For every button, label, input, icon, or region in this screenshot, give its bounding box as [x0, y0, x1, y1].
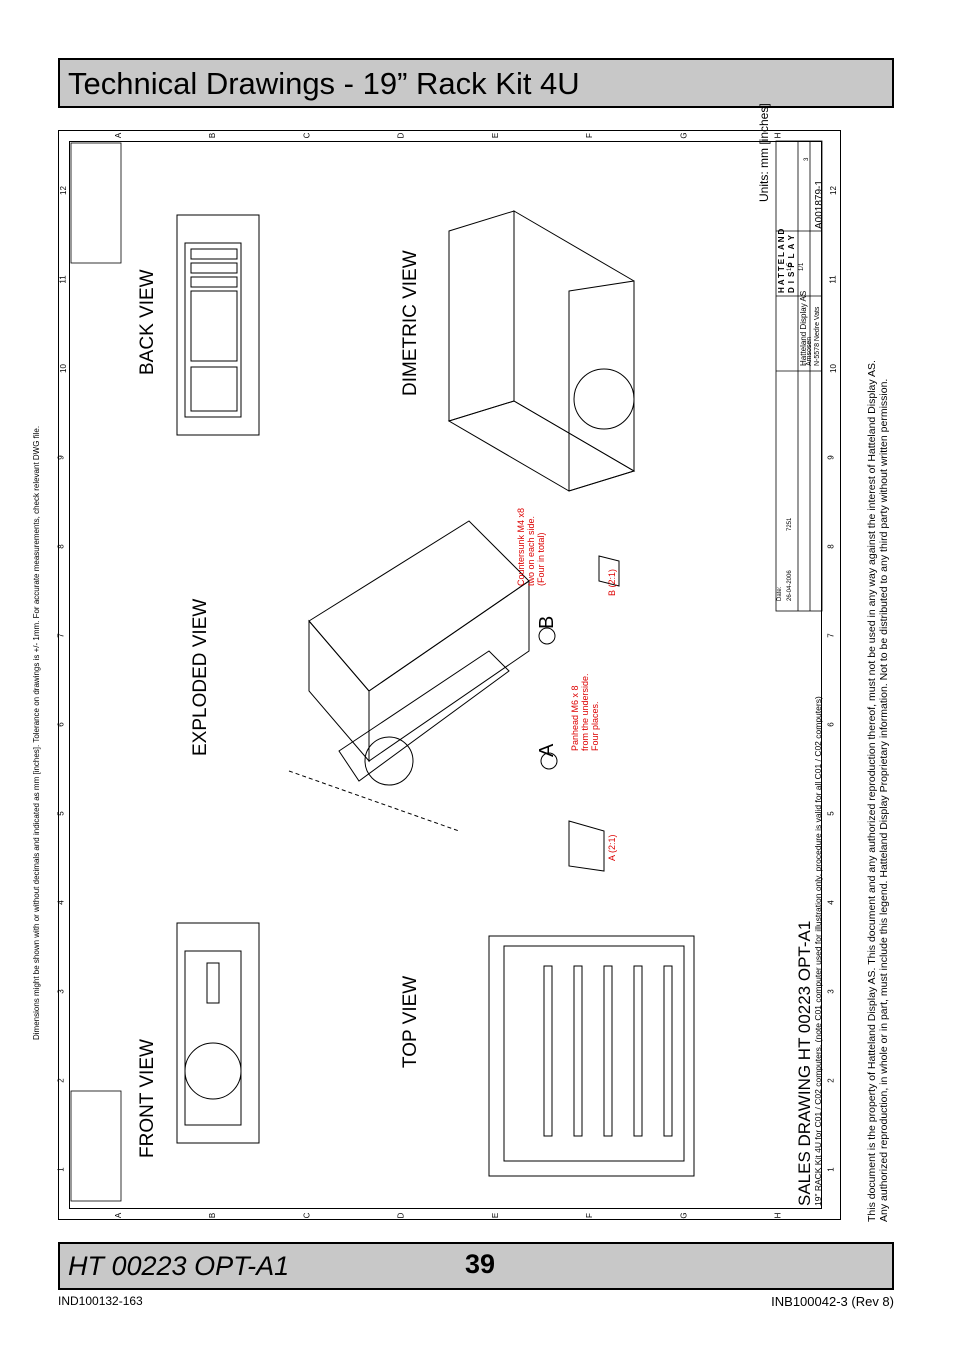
top-view-outline [488, 935, 695, 1177]
grid-row-label-bottom: E [490, 1212, 500, 1219]
grid-row-label-top: B [208, 132, 218, 139]
detail-a-label: A (2:1) [607, 834, 617, 861]
footer-bar: HT 00223 OPT-A1 39 [58, 1242, 894, 1290]
callout-b-letter: B [536, 615, 558, 629]
exploded-chassis [308, 520, 530, 692]
number-value: 7251 [787, 517, 793, 531]
date-value: 26-04-2006 [787, 570, 793, 601]
drawing-frame [69, 141, 822, 1209]
grid-col-label-right: 12 [828, 185, 838, 195]
scale-value: 1:5 [787, 262, 793, 271]
back-view-label: BACK VIEW [137, 269, 158, 375]
front-view-outline [176, 922, 260, 1144]
grid-col-label-right: 7 [826, 632, 836, 638]
grid-col-label-right: 6 [826, 721, 836, 727]
units-label: Units: mm [inches] [757, 103, 771, 202]
grid-col-label-right: 9 [826, 454, 836, 460]
grid-row-label-bottom: F [584, 1213, 594, 1218]
front-view-label: FRONT VIEW [137, 1039, 158, 1158]
back-view-outline [176, 214, 260, 436]
document-id-left: IND100132-163 [58, 1294, 143, 1308]
grid-col-label-left: 10 [58, 363, 68, 373]
exploded-view-label: EXPLODED VIEW [190, 598, 211, 756]
grid-col-label-left: 5 [56, 810, 66, 816]
grid-col-label-left: 7 [56, 632, 66, 638]
callout-b-circle [538, 627, 556, 645]
grid-row-label-bottom: G [679, 1212, 689, 1219]
grid-row-label-top: G [679, 132, 689, 139]
technical-drawing-sheet: BACK VIEW FRONT VIEW EXPLODED VIEW TOP V… [56, 103, 841, 1220]
grid-col-label-left: 8 [56, 543, 66, 549]
page-title-bar: Technical Drawings - 19” Rack Kit 4U [58, 58, 894, 108]
detail-b-label: B (2:1) [607, 568, 617, 596]
page-title: Technical Drawings - 19” Rack Kit 4U [68, 66, 580, 101]
model-name: HT 00223 OPT-A1 [68, 1251, 290, 1281]
grid-row-label-bottom: D [396, 1212, 406, 1219]
grid-col-label-left: 6 [56, 721, 66, 727]
drawing-artwork [70, 140, 823, 1202]
countersunk-callout: Countersunk M4 x8 two on each side. (Fou… [516, 507, 546, 586]
page-number: 39 [465, 1249, 496, 1279]
grid-col-label-right: 3 [826, 988, 836, 994]
grid-row-label-top: A [114, 132, 124, 139]
grid-col-label-left: 3 [56, 988, 66, 994]
grid-row-label-top: H [773, 132, 783, 139]
grid-col-label-right: 11 [828, 274, 838, 284]
sales-drawing-subtitle: 19" RACK Kit 4U for C01 / C02 computers.… [813, 696, 823, 1206]
panhead-callout: Panhead M6 x 8 from the underside. Four … [570, 673, 600, 751]
title-block-lines [70, 140, 823, 1202]
grid-row-label-bottom: B [208, 1212, 218, 1219]
date-label: Date: [777, 586, 783, 601]
grid-row-label-top: C [302, 132, 312, 139]
grid-col-label-left: 4 [56, 899, 66, 905]
grid-col-label-right: 1 [826, 1166, 836, 1172]
top-view-label: TOP VIEW [400, 975, 421, 1068]
grid-row-label-bottom: A [114, 1212, 124, 1219]
legal-line-2: Any authorized reproduction, in whole or… [878, 378, 890, 1222]
grid-row-label-top: D [396, 132, 406, 139]
drawing-number: A001879-1 [814, 180, 825, 229]
grid-col-label-right: 10 [828, 363, 838, 373]
grid-col-label-left: 9 [56, 454, 66, 460]
grid-col-label-left: 1 [56, 1166, 66, 1172]
grid-col-label-right: 4 [826, 899, 836, 905]
logo-hatteland: HATTELAND [777, 226, 786, 293]
legal-line-1: This document is the property of Hattela… [866, 360, 878, 1222]
callout-a-circle [540, 752, 558, 770]
grid-row-label-top: E [490, 132, 500, 139]
dimetric-view-label: DIMETRIC VIEW [400, 250, 421, 396]
sheet-value: 1/1 [799, 262, 805, 271]
grid-row-label-bottom: C [302, 1212, 312, 1219]
callout-a-letter: A [536, 743, 558, 757]
grid-col-label-right: 2 [826, 1077, 836, 1083]
grid-col-label-left: 11 [58, 274, 68, 284]
detail-a-part [568, 820, 605, 872]
grid-row-label-bottom: H [773, 1212, 783, 1219]
grid-col-label-left: 2 [56, 1077, 66, 1083]
grid-col-label-left: 12 [58, 185, 68, 195]
detail-b-part [598, 555, 620, 587]
address-line-2: N-5578 Nedre Vats [814, 306, 821, 366]
sales-drawing-title: SALES DRAWING HT 00223 OPT-A1 [795, 920, 814, 1206]
address-line-1: Åmsosen [806, 336, 813, 366]
revision-value: 3 [804, 157, 810, 161]
dimension-note: Dimensions might be shown with or withou… [32, 425, 41, 1040]
grid-col-label-right: 5 [826, 810, 836, 816]
grid-row-label-top: F [584, 133, 594, 138]
dimetric-chassis [513, 210, 635, 472]
legal-notice: This document is the property of Hattela… [866, 360, 890, 1222]
document-id-right: INB100042-3 (Rev 8) [771, 1294, 894, 1309]
grid-col-label-right: 8 [826, 543, 836, 549]
